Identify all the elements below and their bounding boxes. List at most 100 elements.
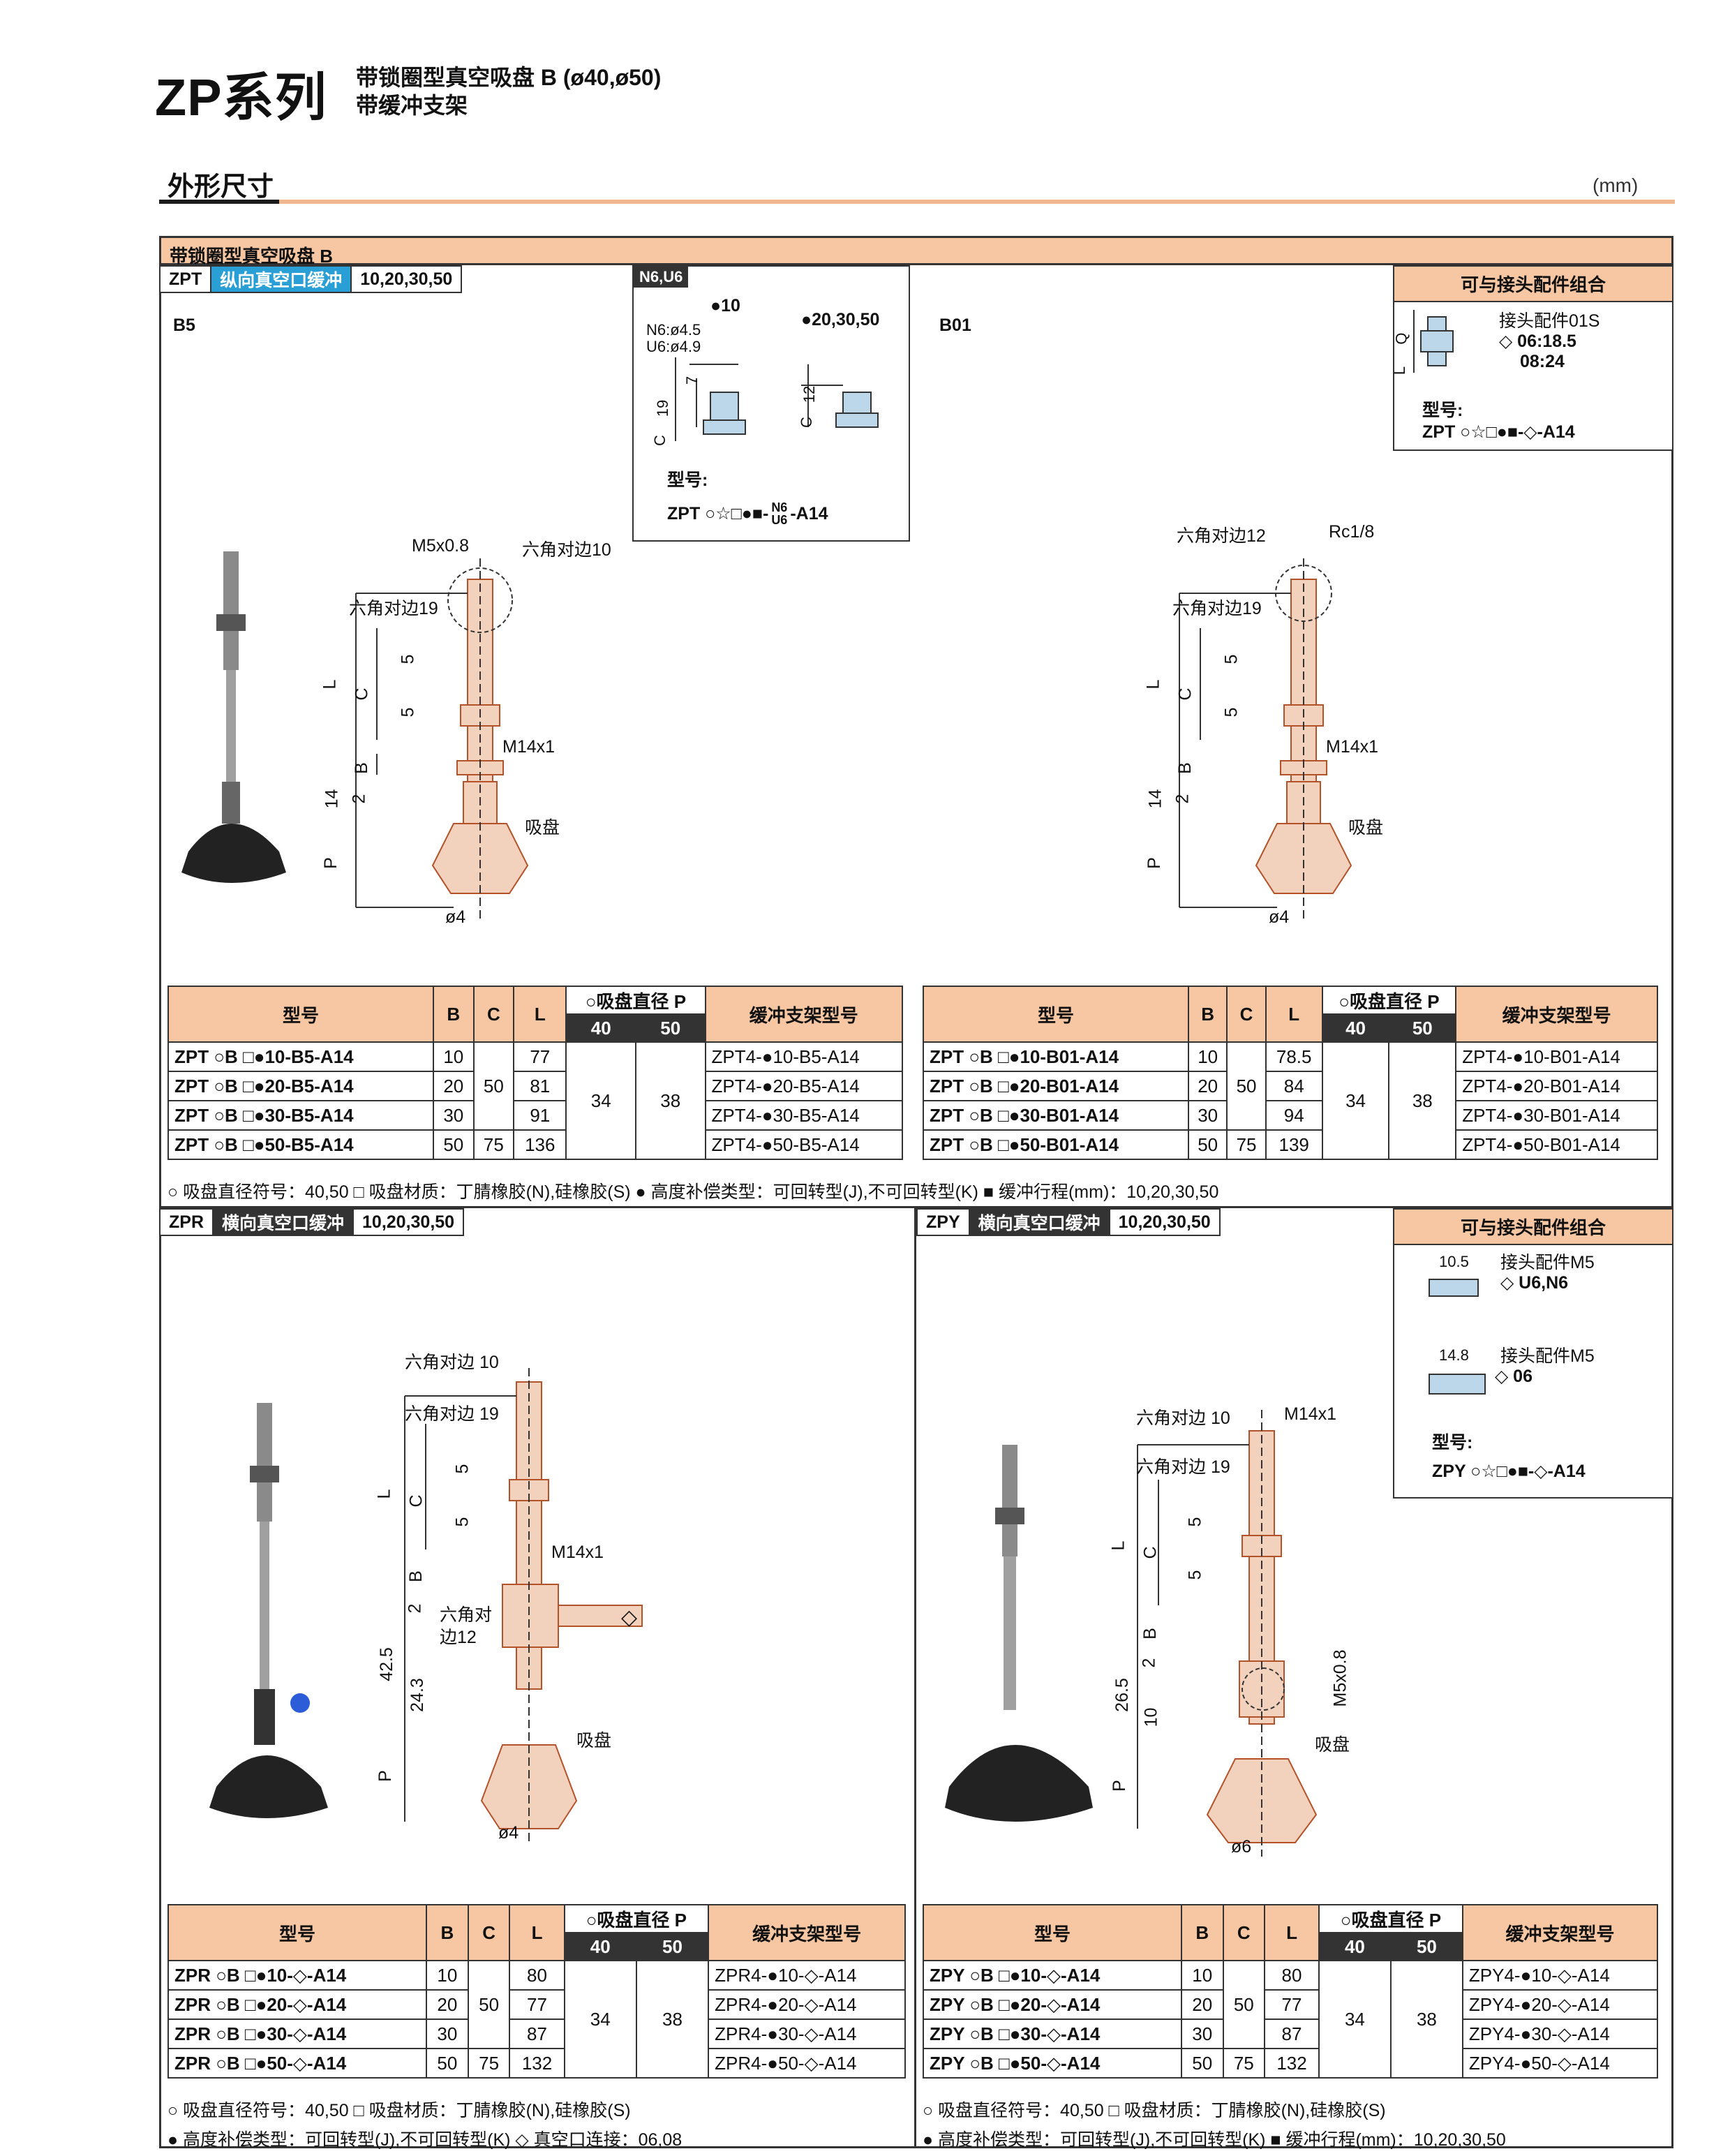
b01-P: P bbox=[1144, 857, 1164, 869]
fitting-01s-drawing bbox=[1413, 310, 1454, 373]
thy-p: P bbox=[1429, 1909, 1442, 1931]
zpr-C: C bbox=[406, 1494, 426, 1508]
zpt-note: ○ 吸盘直径符号：40,50 □ 吸盘材质：丁腈橡胶(N),硅橡胶(S) ● 高… bbox=[167, 1182, 1219, 1202]
th-b: B bbox=[433, 986, 475, 1043]
thy-40: 40 bbox=[1318, 1932, 1392, 1961]
zpy-note1: ○ 吸盘直径符号：40,50 □ 吸盘材质：丁腈橡胶(N),硅橡胶(S) bbox=[923, 2101, 1386, 2120]
zpy-fitting2: 接头配件M5 bbox=[1500, 1346, 1595, 1366]
b01-5b: 5 bbox=[1221, 707, 1241, 718]
b01-C: C bbox=[1175, 687, 1195, 701]
b01-r0-l: 78.5 bbox=[1265, 1041, 1323, 1072]
band-title: 带锁圈型真空吸盘 B bbox=[159, 236, 1673, 267]
b5-r3-model: ZPT ○B □●50-B5-A14 bbox=[167, 1129, 434, 1160]
b01-r3-buffer: ZPT4-●50-B01-A14 bbox=[1455, 1129, 1658, 1160]
zpr-spec-table: 型号 B C L ○吸盘直径 P 缓冲支架型号 40 50 ZPR ○B □●1… bbox=[167, 1904, 906, 2079]
b5-r2-buffer: ZPT4-●30-B5-A14 bbox=[704, 1100, 904, 1131]
b5-r1-buffer: ZPT4-●20-B5-A14 bbox=[704, 1071, 904, 1101]
zpy-P: P bbox=[1109, 1780, 1129, 1792]
zpr-5b: 5 bbox=[452, 1517, 472, 1527]
zpy-r3-l: 132 bbox=[1264, 2048, 1320, 2079]
b5-product-photo bbox=[181, 551, 286, 883]
zpr-product-photo bbox=[209, 1403, 328, 1818]
thy-c: C bbox=[1222, 1904, 1266, 1961]
zpr-r3-l: 132 bbox=[509, 2048, 565, 2079]
b5-r2-b: 30 bbox=[433, 1100, 475, 1131]
zpr-dimension-drawing bbox=[404, 1368, 643, 1843]
b5-r1-model: ZPT ○B □●20-B5-A14 bbox=[167, 1071, 434, 1101]
zpy-opt1: ◇ U6,N6 bbox=[1500, 1273, 1569, 1293]
b5-C: C bbox=[352, 687, 372, 701]
b5-hex10: 六角对边10 bbox=[522, 540, 611, 560]
zpy-p40: 34 bbox=[1318, 1960, 1392, 2079]
zpr-2: 2 bbox=[405, 1603, 425, 1614]
zpy-r0-model: ZPY ○B □●10-◇-A14 bbox=[923, 1960, 1182, 1991]
dim-19: 19 bbox=[654, 399, 672, 417]
zpr-r2-model: ZPR ○B □●30-◇-A14 bbox=[167, 2019, 427, 2049]
b01-m14: M14x1 bbox=[1326, 737, 1379, 757]
zpy-spec-table: 型号 B C L ○吸盘直径 P 缓冲支架型号 40 50 ZPY ○B □●1… bbox=[923, 1904, 1659, 2079]
b01-2: 2 bbox=[1172, 794, 1193, 804]
b5-hex19: 六角对边19 bbox=[349, 599, 438, 618]
zpr-cup: 吸盘 bbox=[576, 1731, 612, 1750]
zpr-r3-buffer: ZPR4-●50-◇-A14 bbox=[708, 2048, 906, 2079]
horizontal-divider bbox=[159, 1206, 1673, 1208]
dim-l-combo: L bbox=[1391, 366, 1409, 376]
series-title: ZP系列 bbox=[155, 68, 327, 126]
zpy-tag: ZPY 横向真空口缓冲 10,20,30,50 bbox=[916, 1208, 1221, 1236]
b01-r1-b: 20 bbox=[1187, 1071, 1228, 1101]
zpr-p40: 34 bbox=[563, 1960, 637, 2079]
zpy-combo-box: 可与接头配件组合 10.5 接头配件M5 ◇ U6,N6 14.8 接头配件M5… bbox=[1393, 1208, 1673, 1499]
thr-p: P bbox=[674, 1909, 687, 1931]
b01-r1-model: ZPT ○B □●20-B01-A14 bbox=[923, 1071, 1189, 1101]
th-model: 型号 bbox=[167, 986, 434, 1043]
zpr-tag-code: ZPR bbox=[161, 1210, 214, 1235]
n6-dim: N6:ø4.5 bbox=[646, 321, 701, 339]
b5-L: L bbox=[320, 679, 340, 690]
zpy-opt2: ◇ 06 bbox=[1495, 1367, 1533, 1386]
b01-L: L bbox=[1143, 679, 1163, 690]
b5-c50: 50 bbox=[472, 1041, 515, 1131]
zpt-combo-title: 可与接头配件组合 bbox=[1394, 267, 1672, 302]
b5-r2-l: 91 bbox=[513, 1100, 567, 1131]
zpy-r0-l: 80 bbox=[1264, 1960, 1320, 1991]
b01-cup: 吸盘 bbox=[1348, 818, 1384, 838]
zpr-hex12a: 六角对 bbox=[440, 1605, 493, 1625]
b01-r0-buffer: ZPT4-●10-B01-A14 bbox=[1455, 1041, 1658, 1072]
vertical-divider bbox=[914, 1206, 916, 2148]
zpr-r2-b: 30 bbox=[426, 2019, 469, 2049]
n6u6-fitting-drawing bbox=[675, 357, 879, 441]
zpy-hex19: 六角对边 19 bbox=[1136, 1457, 1230, 1477]
zpy-26-5: 26.5 bbox=[1112, 1678, 1132, 1712]
th01-cup: ○吸盘直径 bbox=[1338, 990, 1422, 1012]
n6u6-model: ZPT ○☆□●■- N6 U6 -A14 bbox=[667, 501, 828, 526]
zpr-r3-b: 50 bbox=[426, 2048, 469, 2079]
zpy-2: 2 bbox=[1139, 1658, 1159, 1668]
n6u6-dot20: ●20,30,50 bbox=[801, 310, 880, 329]
b01-hex19: 六角对边19 bbox=[1172, 599, 1262, 618]
b01-r3-model: ZPT ○B □●50-B01-A14 bbox=[923, 1129, 1189, 1160]
th01-buffer: 缓冲支架型号 bbox=[1455, 986, 1658, 1043]
unit-label: (mm) bbox=[1593, 174, 1639, 196]
zpy-r2-l: 87 bbox=[1264, 2019, 1320, 2049]
zpr-5a: 5 bbox=[452, 1464, 472, 1474]
b01-r3-b: 50 bbox=[1187, 1129, 1228, 1160]
zpy-combo-model: ZPY ○☆□●■-◇-A14 bbox=[1432, 1462, 1586, 1481]
zpy-m5: M5x0.8 bbox=[1330, 1649, 1350, 1707]
zpt-tag-code: ZPT bbox=[161, 267, 212, 292]
fitting-08: 08:24 bbox=[1520, 352, 1565, 371]
zpy-r1-model: ZPY ○B □●20-◇-A14 bbox=[923, 1989, 1182, 2020]
zpy-combo-model-label: 型号: bbox=[1432, 1433, 1473, 1452]
th01-50: 50 bbox=[1388, 1013, 1457, 1043]
zpr-r2-buffer: ZPR4-●30-◇-A14 bbox=[708, 2019, 906, 2049]
b5-r0-l: 77 bbox=[513, 1041, 567, 1072]
zpr-m14: M14x1 bbox=[551, 1542, 604, 1562]
b5-14: 14 bbox=[322, 789, 342, 809]
zpr-hex12b: 边12 bbox=[440, 1628, 477, 1647]
zpy-m14: M14x1 bbox=[1284, 1404, 1337, 1424]
b5-m14: M14x1 bbox=[502, 737, 555, 757]
th01-40: 40 bbox=[1321, 1013, 1390, 1043]
zpy-phi6: ø6 bbox=[1231, 1837, 1252, 1857]
b5-r3-buffer: ZPT4-●50-B5-A14 bbox=[704, 1129, 904, 1160]
n6u6-title: N6,U6 bbox=[634, 267, 689, 288]
fitting-01s: 接头配件01S bbox=[1499, 311, 1600, 331]
